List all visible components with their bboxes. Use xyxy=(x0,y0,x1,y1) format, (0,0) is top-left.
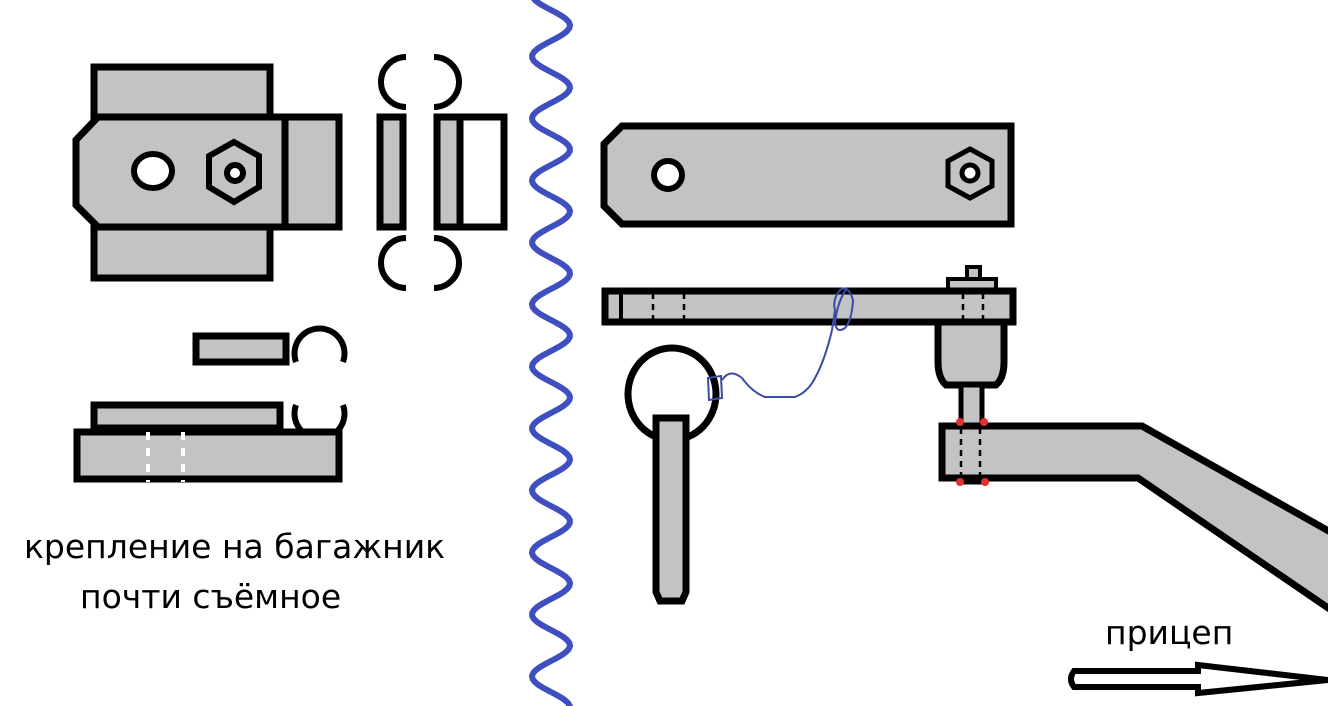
weld-point xyxy=(980,418,988,426)
safety-wire xyxy=(706,287,855,402)
wavy-divider-line xyxy=(528,0,574,706)
hitch-plate-top-view xyxy=(600,122,1015,228)
rack-clamp-profile-view xyxy=(73,325,348,483)
hitch-plate-hole xyxy=(651,158,685,192)
profile-ring-top xyxy=(291,325,348,364)
weld-point xyxy=(956,478,964,486)
hinge-housing xyxy=(934,318,1008,389)
lower-clamp-plate xyxy=(90,222,274,282)
trailer-direction-arrow xyxy=(1068,661,1328,697)
ring-top-right xyxy=(433,54,462,110)
side-bar-left xyxy=(376,113,407,231)
side-spacer xyxy=(456,113,508,231)
lock-pin xyxy=(624,344,720,605)
weld-point xyxy=(956,418,964,426)
upper-clamp-plate xyxy=(90,63,274,121)
mount-caption-line1: крепление на багажник xyxy=(24,527,446,566)
trailer-label: прицеп xyxy=(1105,613,1234,652)
rack-clamp-side-view xyxy=(376,54,508,291)
weld-point xyxy=(981,478,989,486)
ring-bottom-left xyxy=(378,235,407,291)
hitch-nut-bore xyxy=(959,162,981,184)
nut-bore xyxy=(224,162,246,184)
ring-top-left xyxy=(378,54,407,110)
profile-middle-strip xyxy=(90,401,284,432)
profile-base xyxy=(73,428,343,483)
clamp-end-block xyxy=(281,113,343,231)
profile-top-strip xyxy=(192,332,290,366)
hinge-stem xyxy=(958,382,985,428)
bolt-hole xyxy=(131,151,175,191)
hitch-bar xyxy=(601,287,1017,326)
ring-bottom-right xyxy=(433,235,462,291)
pin-shaft xyxy=(652,414,690,605)
mount-caption-line2: почти съёмное xyxy=(80,577,342,616)
rack-clamp-top-view xyxy=(72,63,343,282)
hitch-plate xyxy=(600,122,1015,228)
tow-arm xyxy=(938,422,1328,613)
hitch-assembly-side-view xyxy=(601,265,1328,613)
